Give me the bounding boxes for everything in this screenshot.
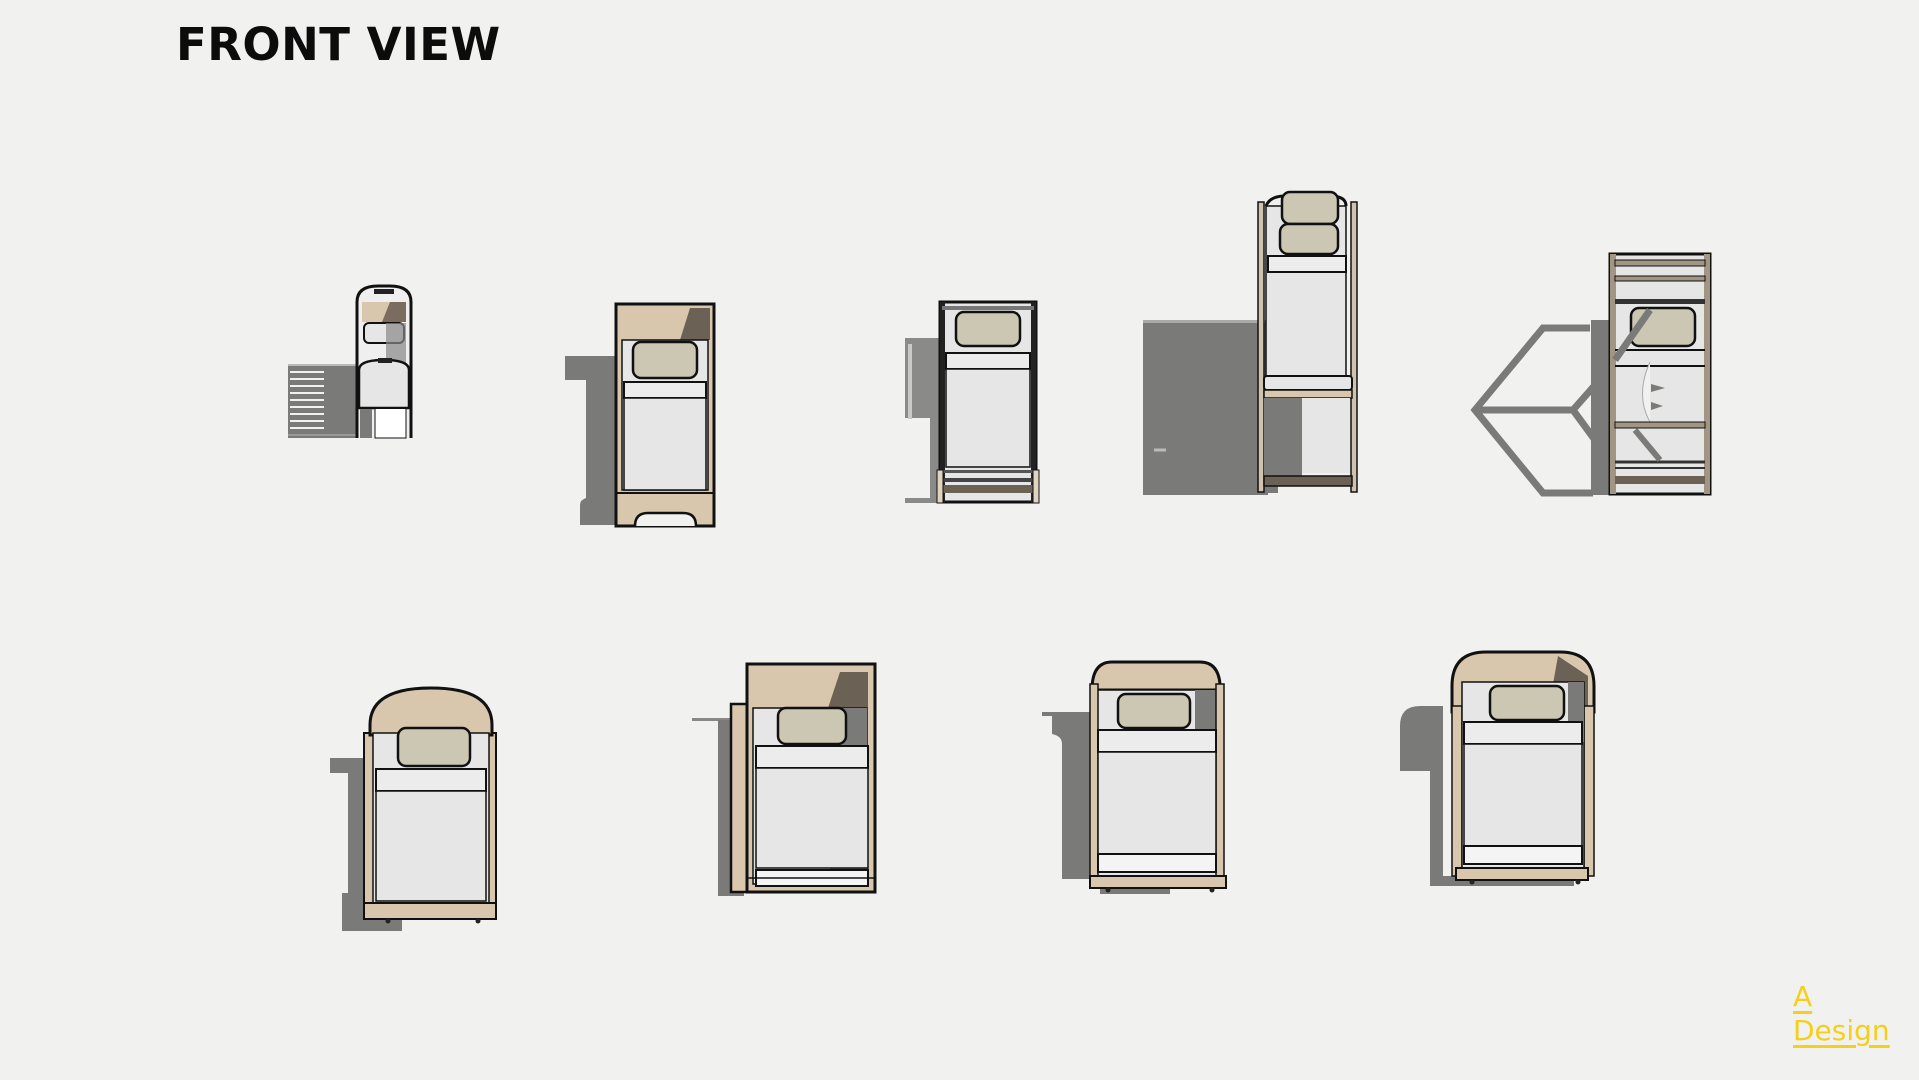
- page-title: FRONT VIEW: [176, 18, 501, 71]
- bed-2-box-frame: [560, 300, 730, 530]
- logo-line-design: Design: [1793, 1014, 1890, 1047]
- bed-5-bunk-canopy: [1465, 250, 1715, 500]
- bed-7-box-canopy: [690, 660, 880, 900]
- brand-logo: A Design: [1793, 980, 1890, 1048]
- bed-8-rounded-headboard: [1040, 654, 1230, 894]
- logo-line-a: A: [1793, 980, 1813, 1013]
- bed-4-tall-bunk: [1140, 188, 1370, 508]
- bed-9-wraparound-headboard: [1398, 646, 1608, 891]
- bed-3-rail-frame: [900, 298, 1050, 508]
- bed-1-loft-bed: [284, 280, 424, 445]
- bed-6-arched-headboard: [328, 683, 498, 933]
